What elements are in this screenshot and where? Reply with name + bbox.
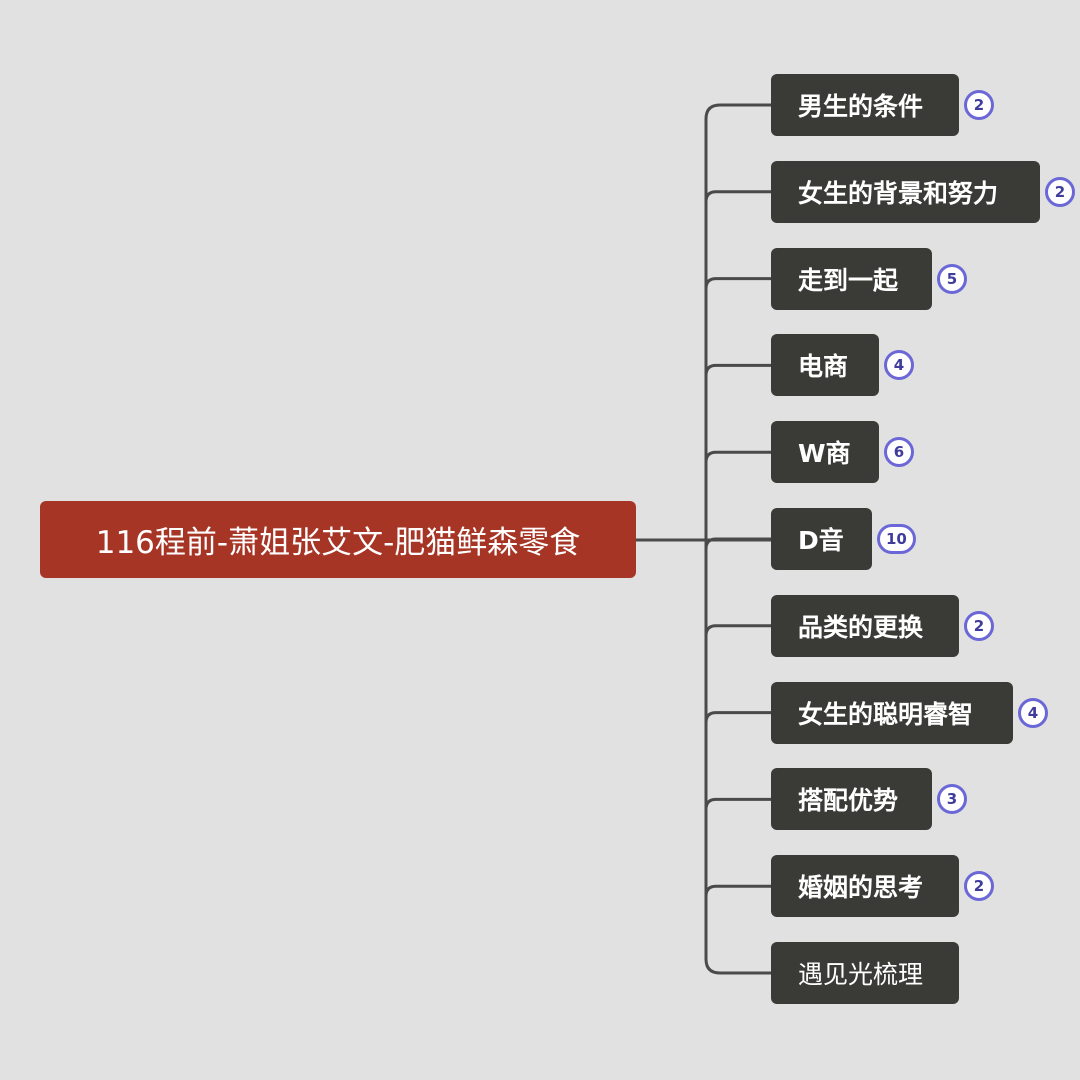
collapsed-count-badge[interactable]: 2	[1045, 176, 1075, 207]
branch-connector	[704, 103, 771, 120]
branch-connector	[704, 450, 771, 463]
branch-topic[interactable]: D音	[771, 508, 872, 570]
branch-connector	[704, 884, 771, 897]
branch-connector	[704, 537, 771, 550]
branch-topic[interactable]: 遇见光梳理	[771, 942, 959, 1004]
branch-connector	[704, 958, 771, 975]
collapsed-count-badge[interactable]: 2	[964, 90, 994, 120]
branch-topic[interactable]: 婚姻的思考	[771, 855, 959, 918]
branch-topic[interactable]: 女生的聪明睿智	[771, 681, 1013, 744]
branch-connector	[704, 797, 771, 810]
branch-connector	[704, 624, 771, 636]
branch-topic[interactable]: 品类的更换	[771, 594, 959, 657]
collapsed-count-badge[interactable]: 4	[1018, 697, 1048, 728]
branch-topic[interactable]: 女生的背景和努力	[771, 160, 1040, 223]
branch-connector	[704, 277, 771, 289]
collapsed-count-badge[interactable]: 10	[877, 524, 916, 554]
branch-connector	[704, 190, 771, 202]
branch-connector	[704, 363, 771, 376]
branch-topic[interactable]: 搭配优势	[771, 768, 932, 831]
branch-topic[interactable]: 电商	[771, 334, 879, 397]
collapsed-count-badge[interactable]: 2	[964, 871, 994, 902]
branch-connector	[704, 711, 771, 723]
branch-topic[interactable]: W商	[771, 421, 879, 484]
collapsed-count-badge[interactable]: 5	[937, 263, 967, 294]
collapsed-count-badge[interactable]: 3	[937, 784, 967, 815]
branch-topic[interactable]: 走到一起	[771, 247, 932, 310]
branch-topic[interactable]: 男生的条件	[771, 74, 959, 136]
collapsed-count-badge[interactable]: 2	[964, 610, 994, 641]
collapsed-count-badge[interactable]: 4	[884, 350, 914, 381]
root-topic[interactable]: 116程前-萧姐张艾文-肥猫鲜森零食	[40, 501, 636, 578]
collapsed-count-badge[interactable]: 6	[884, 437, 914, 468]
